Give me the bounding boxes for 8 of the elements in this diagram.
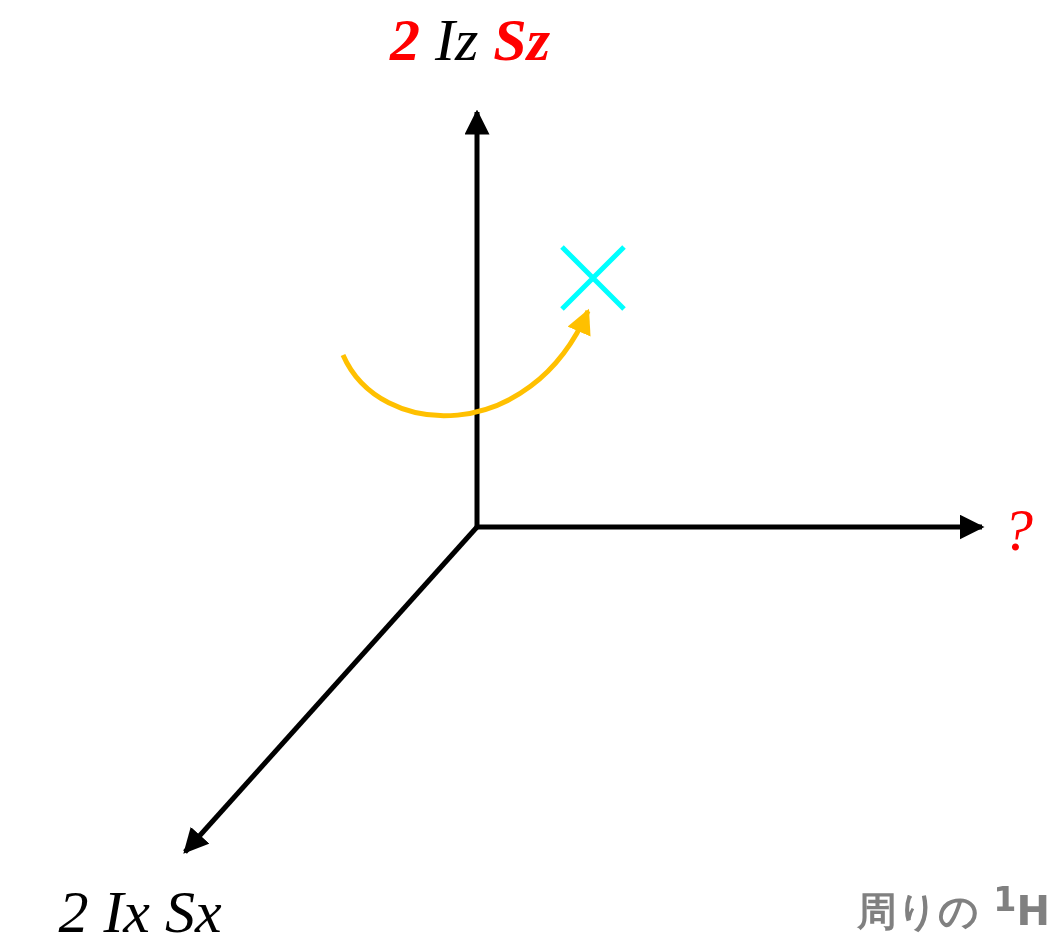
note-text: 周りの $^{1}$H <box>857 880 1050 936</box>
axis-label: 2 Ix Sx <box>58 882 222 942</box>
axis-arrow <box>477 514 985 540</box>
axis-label: 2 Iz Sz <box>389 10 551 70</box>
axis-arrow <box>464 109 490 527</box>
axis-arrow <box>183 525 479 854</box>
axis-label: ? <box>1003 500 1033 560</box>
curved-arrow <box>340 308 591 418</box>
